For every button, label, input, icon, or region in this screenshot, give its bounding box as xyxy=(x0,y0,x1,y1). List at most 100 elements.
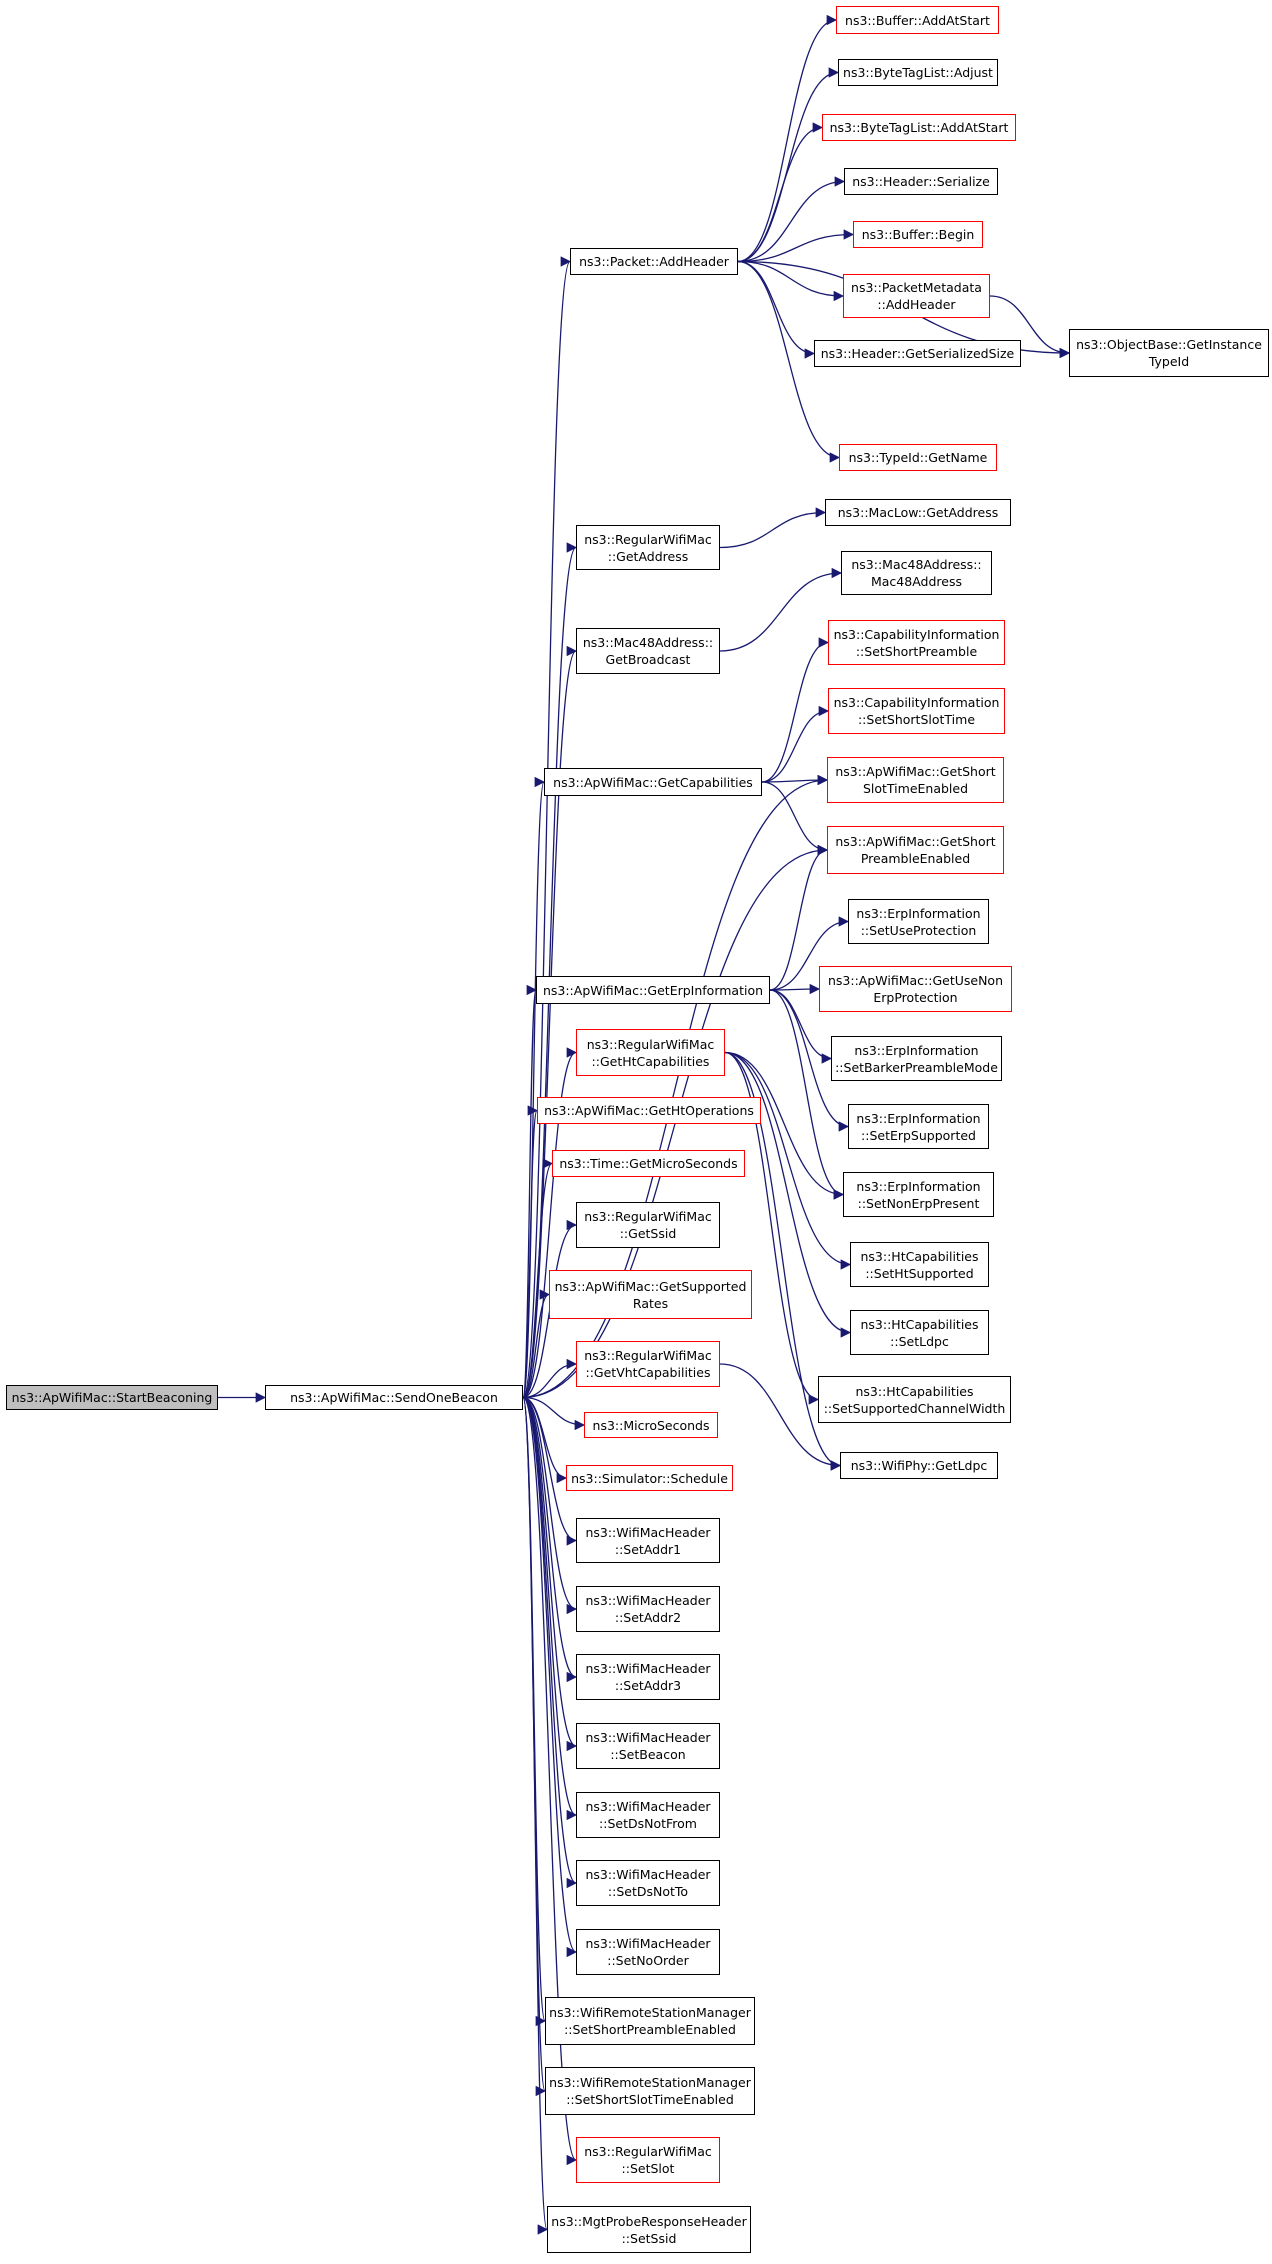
node-label-line: ns3::HtCapabilities xyxy=(860,1316,979,1332)
call-edge-n1-n33 xyxy=(522,1158,554,1399)
node-label-line: Rates xyxy=(632,1295,669,1311)
call-edge-n1-n35 xyxy=(522,1289,551,1399)
node-label-line: ns3::WifiMacHeader xyxy=(585,1524,711,1540)
graph-node-n25[interactable]: ns3::ErpInformation::SetErpSupported xyxy=(848,1104,989,1149)
graph-node-n31[interactable]: ns3::WifiPhy::GetLdpc xyxy=(840,1452,998,1479)
node-label-line: ns3::ErpInformation xyxy=(854,1042,979,1058)
node-label-line: ns3::Simulator::Schedule xyxy=(571,1470,728,1486)
graph-node-n22[interactable]: ns3::ErpInformation::SetUseProtection xyxy=(848,899,989,944)
graph-node-n6[interactable]: ns3::Header::Serialize xyxy=(844,168,998,195)
call-edge-n16-n20 xyxy=(761,781,829,856)
graph-node-n30[interactable]: ns3::HtCapabilities::SetSupportedChannel… xyxy=(818,1376,1011,1423)
graph-node-n1[interactable]: ns3::ApWifiMac::SendOneBeacon xyxy=(265,1385,523,1410)
graph-node-n4[interactable]: ns3::ByteTagList::Adjust xyxy=(838,59,998,86)
call-edge-n1-n48 xyxy=(522,1396,578,2165)
call-edge-n21-n26 xyxy=(769,989,845,1200)
graph-node-n15[interactable]: ns3::Mac48Address::Mac48Address xyxy=(841,551,992,595)
node-label-line: ns3::ByteTagList::Adjust xyxy=(843,65,993,80)
graph-node-n21[interactable]: ns3::ApWifiMac::GetErpInformation xyxy=(536,976,770,1004)
graph-node-n44[interactable]: ns3::WifiMacHeader::SetDsNotTo xyxy=(576,1860,720,1906)
graph-node-n48[interactable]: ns3::RegularWifiMac::SetSlot xyxy=(576,2137,720,2183)
call-edge-n2-n7 xyxy=(737,229,855,263)
graph-node-n16[interactable]: ns3::ApWifiMac::GetCapabilities xyxy=(544,768,762,796)
call-edge-n36-n31 xyxy=(719,1363,842,1471)
node-label-line: ::SetSsid xyxy=(621,2230,677,2246)
node-label-line: ns3::ByteTagList::AddAtStart xyxy=(829,120,1009,135)
call-edge-n1-n43 xyxy=(522,1396,578,1821)
graph-node-n47[interactable]: ns3::WifiRemoteStationManager::SetShortS… xyxy=(545,2067,755,2115)
node-label-line: ns3::WifiMacHeader xyxy=(585,1936,711,1951)
call-edge-n1-n42 xyxy=(522,1396,578,1752)
graph-node-n17[interactable]: ns3::CapabilityInformation::SetShortPrea… xyxy=(828,620,1005,665)
node-label-line: ::SetAddr3 xyxy=(614,1678,682,1693)
graph-node-n38[interactable]: ns3::Simulator::Schedule xyxy=(566,1465,733,1491)
graph-node-n11[interactable]: ns3::TypeId::GetName xyxy=(839,444,997,471)
node-label-line: TypeId xyxy=(1148,354,1190,369)
node-label-line: ns3::HtCapabilities xyxy=(855,1383,974,1399)
node-label-line: ns3::MgtProbeResponseHeader xyxy=(551,2213,747,2229)
node-label-line: ns3::Header::Serialize xyxy=(852,174,990,189)
node-label-line: ::SetAddr1 xyxy=(614,1541,682,1557)
node-label-line: ns3::RegularWifiMac xyxy=(586,1036,715,1052)
graph-node-n41[interactable]: ns3::WifiMacHeader::SetAddr3 xyxy=(576,1654,720,1700)
node-label-line: ::SetErpSupported xyxy=(861,1127,976,1143)
graph-node-n34[interactable]: ns3::RegularWifiMac::GetSsid xyxy=(576,1202,720,1248)
node-label-line: ns3::ObjectBase::GetInstance xyxy=(1076,337,1262,352)
call-edge-n14-n15 xyxy=(719,567,843,652)
call-edge-n1-n27 xyxy=(522,1047,578,1399)
node-label-line: ns3::Header::GetSerializedSize xyxy=(820,346,1015,361)
graph-node-n36[interactable]: ns3::RegularWifiMac::GetVhtCapabilities xyxy=(576,1341,720,1387)
graph-node-n37[interactable]: ns3::MicroSeconds xyxy=(584,1412,718,1438)
node-label-line: ::SetDsNotTo xyxy=(607,1884,689,1899)
node-label-line: ns3::RegularWifiMac xyxy=(584,531,712,547)
node-label-line: ns3::HtCapabilities xyxy=(860,1248,979,1264)
node-label-line: ns3::PacketMetadata xyxy=(851,280,982,295)
node-label-line: ns3::ApWifiMac::SendOneBeacon xyxy=(290,1390,498,1405)
call-edge-n1-n32 xyxy=(522,1105,539,1399)
call-edge-n1-n41 xyxy=(522,1396,578,1683)
graph-node-n45[interactable]: ns3::WifiMacHeader::SetNoOrder xyxy=(576,1929,720,1975)
graph-node-n39[interactable]: ns3::WifiMacHeader::SetAddr1 xyxy=(576,1518,720,1563)
graph-node-n7[interactable]: ns3::Buffer::Begin xyxy=(853,221,983,248)
graph-node-n43[interactable]: ns3::WifiMacHeader::SetDsNotFrom xyxy=(576,1792,720,1838)
graph-node-n18[interactable]: ns3::CapabilityInformation::SetShortSlot… xyxy=(828,688,1005,734)
node-label-line: ns3::ErpInformation xyxy=(856,905,981,921)
call-edge-n2-n9 xyxy=(737,260,816,359)
graph-node-n40[interactable]: ns3::WifiMacHeader::SetAddr2 xyxy=(576,1586,720,1632)
graph-node-n14[interactable]: ns3::Mac48Address::GetBroadcast xyxy=(576,628,720,674)
graph-node-n3[interactable]: ns3::Buffer::AddAtStart xyxy=(836,6,999,34)
node-label-line: ns3::CapabilityInformation xyxy=(833,695,1000,710)
node-label-line: ns3::TypeId::GetName xyxy=(848,450,988,465)
graph-node-n24[interactable]: ns3::ErpInformation::SetBarkerPreambleMo… xyxy=(831,1036,1002,1081)
call-edge-n16-n18 xyxy=(761,705,830,783)
graph-node-n26[interactable]: ns3::ErpInformation::SetNonErpPresent xyxy=(843,1172,994,1217)
call-edge-n1-n39 xyxy=(522,1396,578,1546)
node-label-line: ns3::Buffer::Begin xyxy=(861,227,975,242)
call-edge-n27-n28 xyxy=(724,1051,852,1270)
node-label-line: ns3::ApWifiMac::GetShort xyxy=(835,834,996,849)
graph-node-n33[interactable]: ns3::Time::GetMicroSeconds xyxy=(552,1150,745,1177)
graph-node-n8[interactable]: ns3::PacketMetadata::AddHeader xyxy=(843,274,990,318)
graph-node-n12[interactable]: ns3::RegularWifiMac::GetAddress xyxy=(576,525,720,570)
node-label-line: ns3::WifiRemoteStationManager xyxy=(549,2005,751,2020)
graph-node-n49[interactable]: ns3::MgtProbeResponseHeader::SetSsid xyxy=(547,2206,751,2253)
graph-node-n5[interactable]: ns3::ByteTagList::AddAtStart xyxy=(822,114,1016,141)
node-label-line: ns3::WifiRemoteStationManager xyxy=(549,2075,751,2090)
graph-node-n29[interactable]: ns3::HtCapabilities::SetLdpc xyxy=(850,1310,989,1355)
node-label-line: ::SetShortSlotTime xyxy=(857,712,976,727)
graph-node-n27[interactable]: ns3::RegularWifiMac::GetHtCapabilities xyxy=(576,1029,725,1076)
graph-node-n32[interactable]: ns3::ApWifiMac::GetHtOperations xyxy=(537,1097,761,1124)
graph-node-n2[interactable]: ns3::Packet::AddHeader xyxy=(570,248,738,275)
call-edge-n27-n31 xyxy=(724,1051,842,1471)
graph-node-n9[interactable]: ns3::Header::GetSerializedSize xyxy=(814,340,1021,367)
graph-node-n42[interactable]: ns3::WifiMacHeader::SetBeacon xyxy=(576,1723,720,1769)
graph-node-n28[interactable]: ns3::HtCapabilities::SetHtSupported xyxy=(850,1242,989,1287)
node-label-line: ns3::WifiMacHeader xyxy=(585,1867,711,1882)
graph-node-n13[interactable]: ns3::MacLow::GetAddress xyxy=(825,499,1011,526)
graph-node-n46[interactable]: ns3::WifiRemoteStationManager::SetShortP… xyxy=(545,1997,755,2045)
